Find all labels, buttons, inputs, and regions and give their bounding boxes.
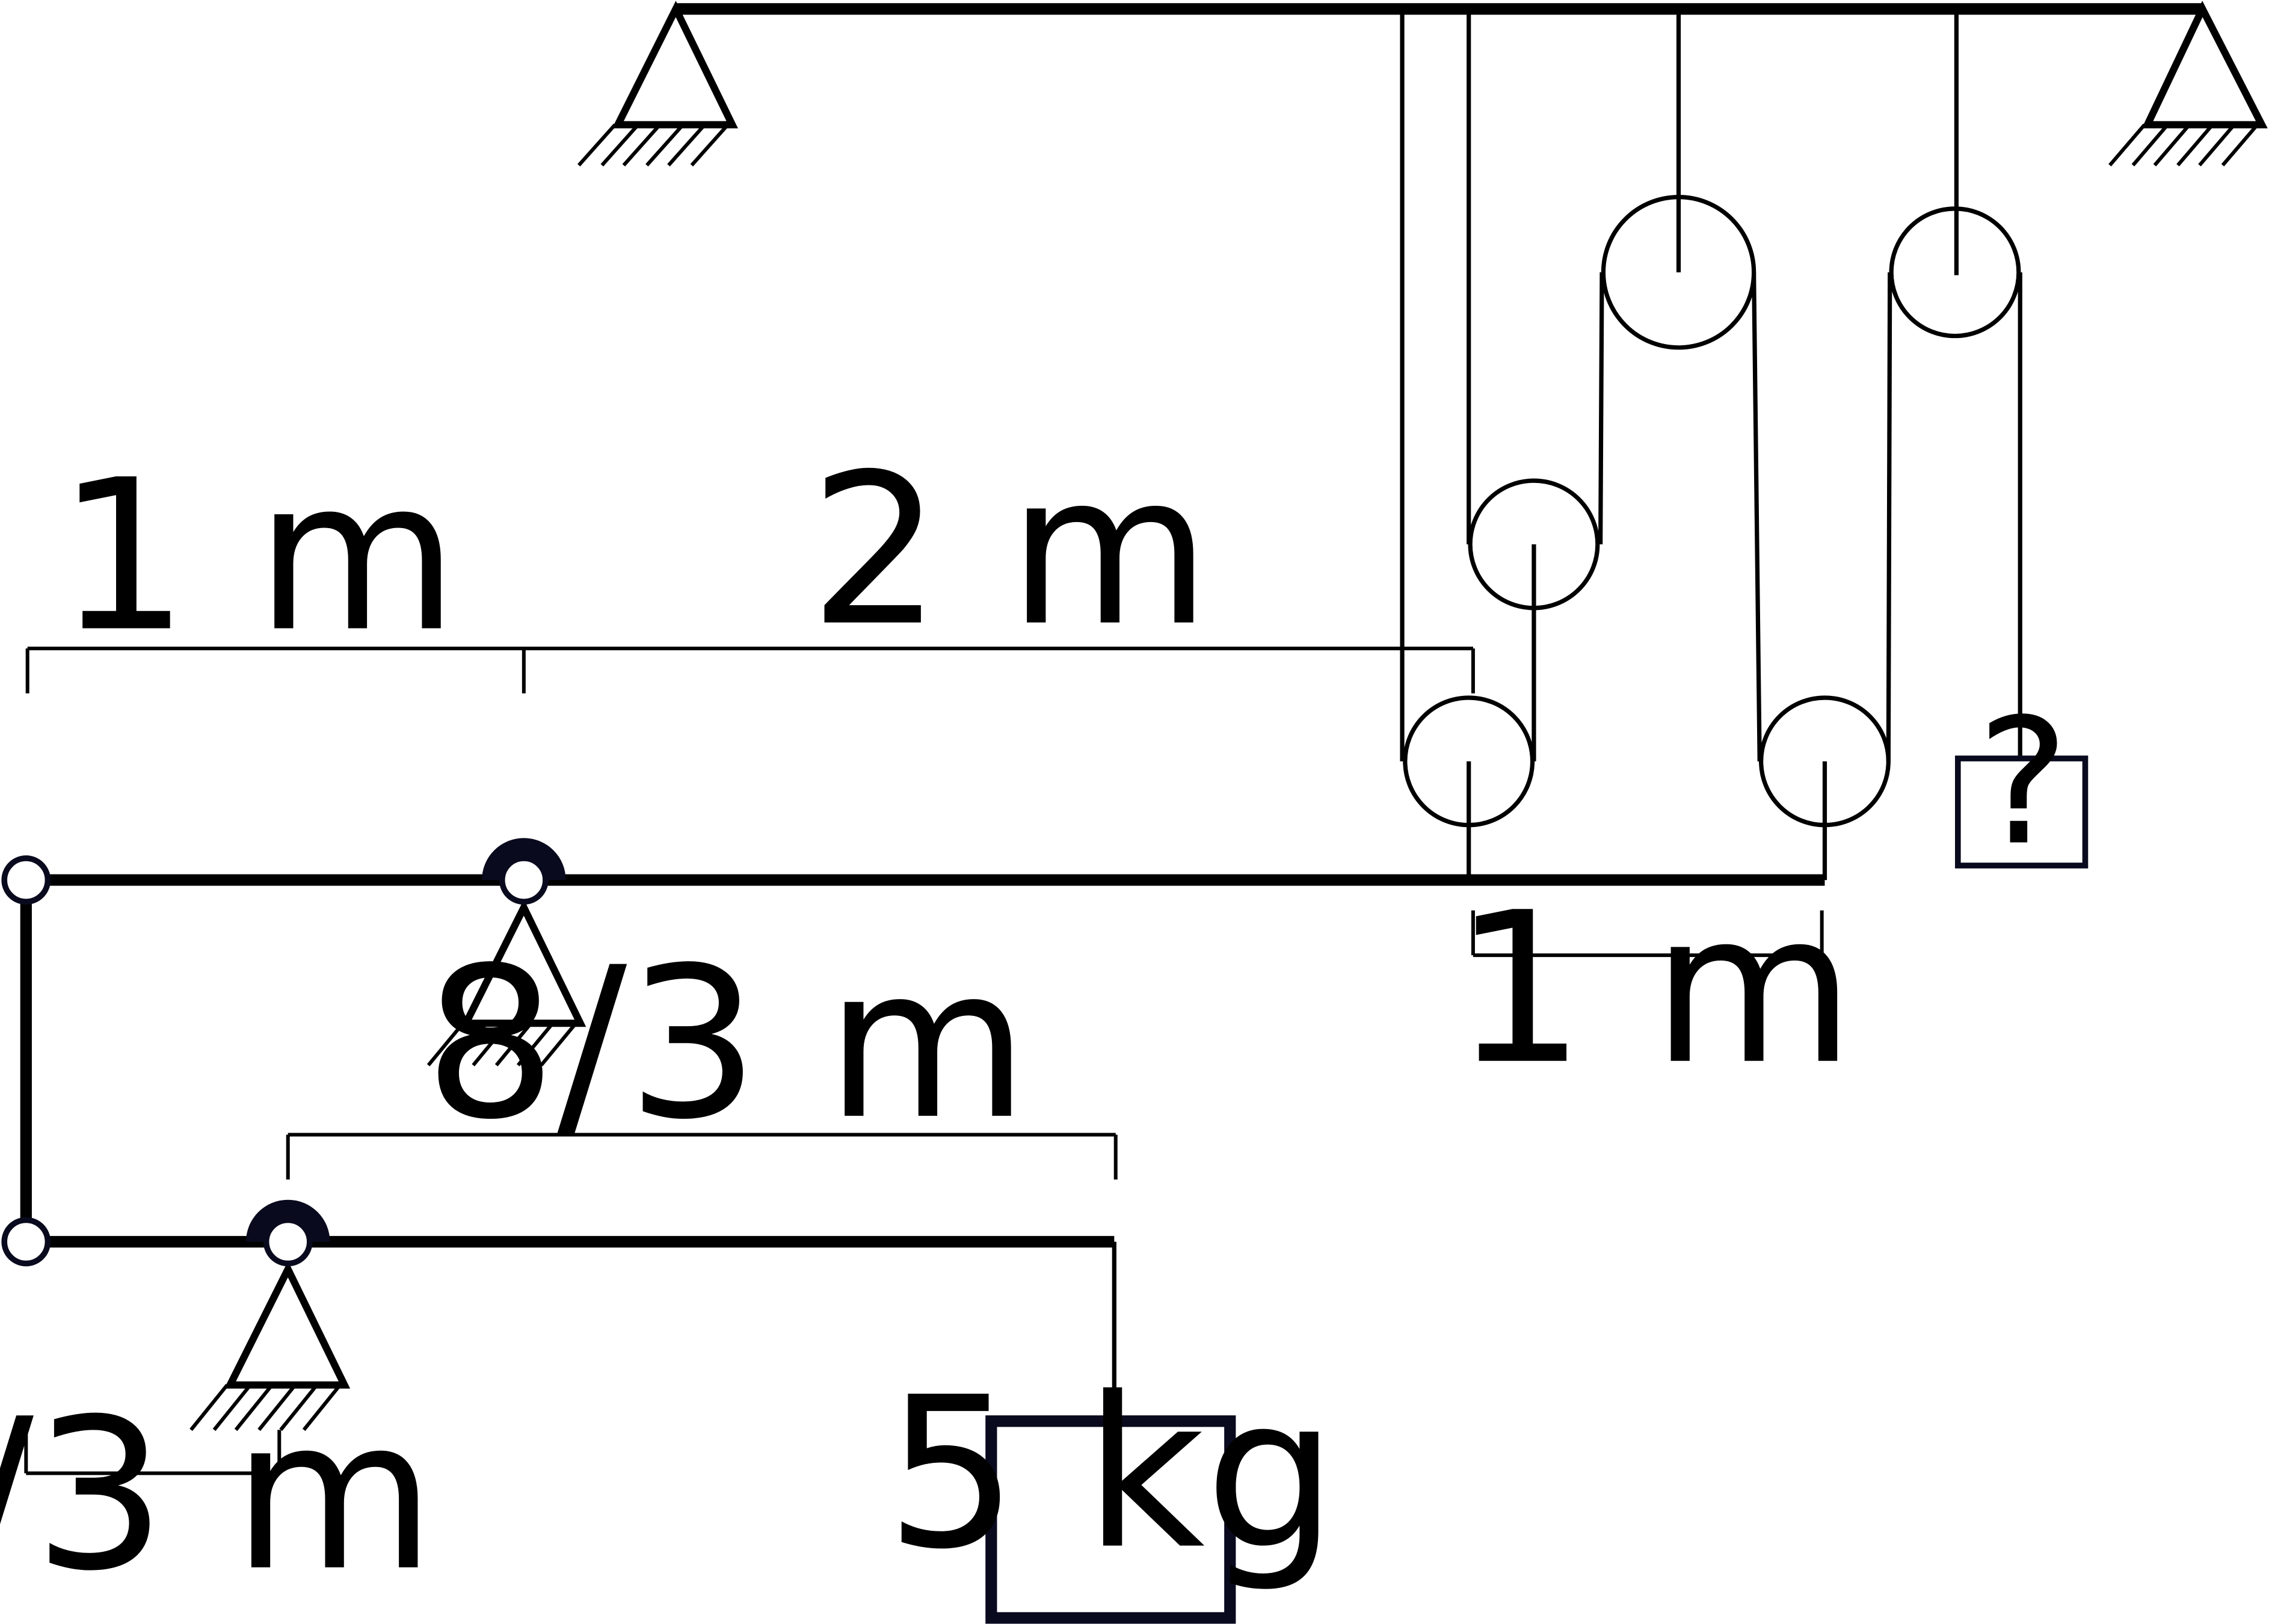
rope-4 xyxy=(1598,272,1604,544)
dimension-upper-beam-pulleys xyxy=(1471,910,1824,958)
rope-6 xyxy=(1886,272,1892,761)
pulley-upper-1-icon xyxy=(1601,195,1756,350)
pulley-upper-2-icon xyxy=(1889,206,2021,339)
dimension-label-lower-left: 2/3 m xyxy=(0,1374,436,1617)
dimension-lower-right xyxy=(286,1133,1118,1180)
rope-5 xyxy=(1751,272,1762,761)
dimension-label-upper-beam-pulleys: 1 m xyxy=(1453,867,1855,1110)
dimension-top xyxy=(25,647,1475,694)
lower-fulcrum-hinge-icon xyxy=(245,1199,330,1267)
unknown-mass-label: ? xyxy=(1977,682,2069,884)
pulley-middle-icon xyxy=(1468,478,1600,611)
dimension-label-top-mid: 2 m xyxy=(809,429,1211,672)
unknown-mass: ? xyxy=(1954,682,2089,884)
dimension-lower-left xyxy=(24,1430,282,1475)
known-mass: 5 kg xyxy=(885,1352,1337,1624)
dimension-label-top-left: 1 m xyxy=(57,434,458,677)
pulley-lower-2-icon xyxy=(1759,695,1891,828)
pulley-system xyxy=(1400,11,2022,881)
fixed-support-top-left-icon xyxy=(577,1,738,167)
known-mass-label: 5 kg xyxy=(885,1352,1337,1595)
upper-fulcrum-hinge-icon xyxy=(482,838,566,905)
lower-left-hinge-icon xyxy=(1,1217,51,1267)
dimension-label-lower-right: 8/3 m xyxy=(424,922,1029,1165)
upper-fulcrum-support-icon xyxy=(426,899,586,1066)
lower-lever xyxy=(26,1235,1116,1421)
upper-left-hinge-icon xyxy=(1,855,51,905)
upper-lever xyxy=(20,874,1825,1242)
lower-fulcrum-support-icon xyxy=(189,1261,351,1432)
pulley-lower-1-icon xyxy=(1403,695,1535,828)
fixed-support-top-right-icon xyxy=(2108,1,2268,167)
